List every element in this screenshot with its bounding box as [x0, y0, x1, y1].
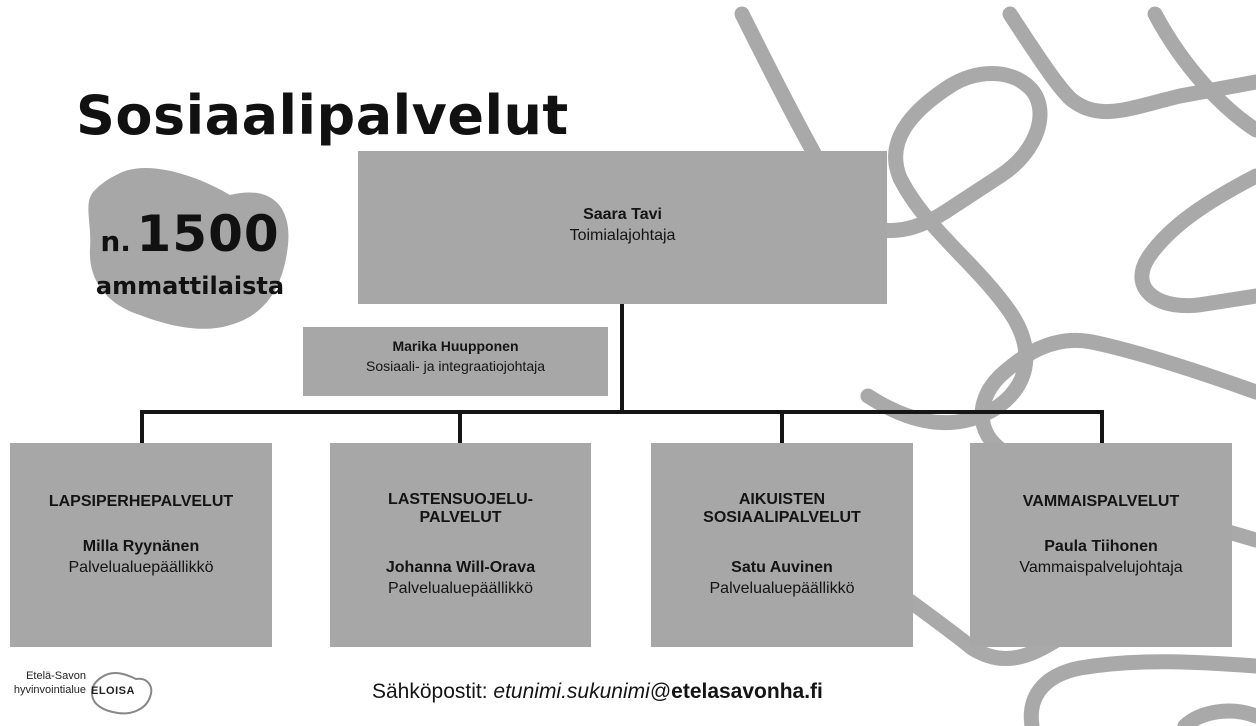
unit-box-lastensuojelupalvelut: LASTENSUOJELU- PALVELUT Johanna Will-Ora…: [330, 443, 591, 647]
deputy-box: Marika Huupponen Sosiaali- ja integraati…: [303, 327, 608, 396]
headcount-number: 1500: [136, 205, 280, 263]
unit-connector-1: [140, 410, 144, 443]
unit-title: LAPSIPERHEPALVELUT: [48, 493, 234, 510]
logo-brand-text: ELOISA: [91, 685, 135, 697]
unit-title-line2: PALVELUT: [419, 509, 502, 526]
unit-head-role: Vammaispalvelujohtaja: [1019, 559, 1183, 576]
headcount-prefix: n.: [100, 225, 131, 258]
unit-head-role: Palvelualuepäällikkö: [709, 580, 855, 597]
logo-region-text: Etelä-Savon hyvinvointialue: [0, 669, 86, 697]
email-label: Sähköpostit:: [372, 680, 494, 703]
unit-head-name: Paula Tiihonen: [1044, 538, 1158, 555]
email-at-sign: @: [649, 680, 672, 703]
unit-head-name: Satu Auvinen: [731, 559, 833, 576]
unit-head-name: Milla Ryynänen: [82, 538, 200, 555]
page-title: Sosiaalipalvelut: [76, 84, 569, 147]
eloisa-logo: Etelä-Savon hyvinvointialue ELOISA: [0, 663, 165, 723]
email-domain: etelasavonha.fi: [671, 680, 823, 703]
unit-connector-3: [780, 410, 784, 443]
director-name: Saara Tavi: [583, 206, 662, 223]
unit-title-line1: AIKUISTEN: [738, 491, 826, 508]
unit-connector-4: [1100, 410, 1104, 443]
unit-title-line2: SOSIAALIPALVELUT: [703, 509, 861, 526]
director-box: Saara Tavi Toimialajohtaja: [358, 151, 887, 304]
unit-title-line1: LASTENSUOJELU-: [388, 491, 533, 508]
director-role: Toimialajohtaja: [569, 227, 676, 244]
unit-head-role: Palvelualuepäällikkö: [68, 559, 214, 576]
deputy-name: Marika Huupponen: [392, 338, 519, 354]
unit-head-name: Johanna Will-Orava: [385, 559, 536, 576]
logo-outline-icon: [90, 672, 153, 715]
unit-title: VAMMAISPALVELUT: [1022, 493, 1180, 510]
email-local-part: etunimi.sukunimi: [493, 680, 650, 703]
unit-head-role: Palvelualuepäällikkö: [388, 580, 533, 597]
headcount-blob-shape: [88, 168, 289, 329]
unit-box-lapsiperhepalvelut: LAPSIPERHEPALVELUT Milla Ryynänen Palvel…: [10, 443, 272, 647]
headcount-label: ammattilaista: [95, 272, 285, 300]
email-format-note: Sähköpostit: etunimi.sukunimi@etelasavon…: [372, 680, 823, 704]
unit-box-aikuisten-sosiaalipalvelut: AIKUISTEN SOSIAALIPALVELUT Satu Auvinen …: [651, 443, 913, 647]
unit-box-vammaispalvelut: VAMMAISPALVELUT Paula Tiihonen Vammaispa…: [970, 443, 1232, 647]
deputy-role: Sosiaali- ja integraatiojohtaja: [366, 358, 545, 374]
horizontal-connector: [140, 410, 1104, 414]
unit-connector-2: [458, 410, 462, 443]
logo-region-line2: hyvinvointialue: [13, 684, 86, 696]
logo-region-line1: Etelä-Savon: [26, 670, 86, 682]
headcount: n. 1500 ammattilaista: [84, 208, 296, 300]
director-connector: [620, 304, 624, 413]
